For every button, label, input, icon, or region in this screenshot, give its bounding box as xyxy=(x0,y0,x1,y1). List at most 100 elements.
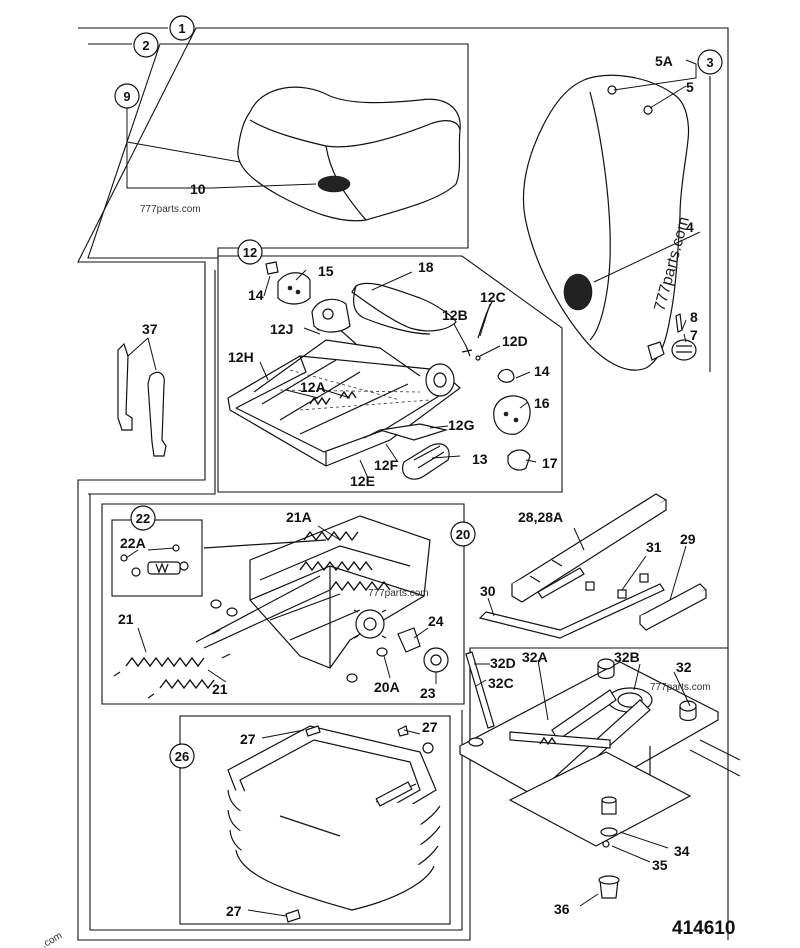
label-12e: 12E xyxy=(350,473,375,489)
callout-20: 20 xyxy=(450,521,476,547)
watermark-3: 777parts.com xyxy=(650,682,711,693)
label-17: 17 xyxy=(542,455,558,471)
label-4: 4 xyxy=(686,219,694,235)
label-12d: 12D xyxy=(502,333,528,349)
label-27-top-right: 27 xyxy=(422,719,438,735)
label-5: 5 xyxy=(686,79,694,95)
callout-26: 26 xyxy=(169,743,195,769)
label-35: 35 xyxy=(652,857,668,873)
rail-leader xyxy=(573,527,585,551)
label-14-right: 14 xyxy=(534,363,550,379)
label-29: 29 xyxy=(680,531,696,547)
label-5a: 5A xyxy=(655,53,673,69)
assembly-1-border xyxy=(77,27,729,941)
svg-text:3: 3 xyxy=(706,55,713,70)
suspension-leaders xyxy=(137,525,437,684)
bush-20a-1 xyxy=(376,647,388,657)
detail-22-box xyxy=(111,519,203,597)
cap-16 xyxy=(493,395,531,435)
rail-29 xyxy=(639,583,707,631)
label-32: 32 xyxy=(676,659,692,675)
svg-text:9: 9 xyxy=(123,89,130,104)
svg-text:20: 20 xyxy=(456,527,470,542)
screw-27-a xyxy=(305,725,321,737)
frame-leaders xyxy=(259,269,537,479)
label-21a: 21A xyxy=(286,509,312,525)
assembly-12-border xyxy=(217,255,563,493)
pin-parts xyxy=(461,301,493,361)
spring-21-lower xyxy=(147,653,231,699)
label-37: 37 xyxy=(142,321,158,337)
label-36: 36 xyxy=(554,901,570,917)
slide-rail xyxy=(510,493,668,603)
label-20a: 20A xyxy=(374,679,400,695)
bush-left xyxy=(210,599,222,609)
watermark-corner: .com xyxy=(40,930,64,948)
svg-text:2: 2 xyxy=(142,38,149,53)
bar-30 xyxy=(478,583,665,639)
callout-12: 12 xyxy=(237,239,263,265)
callout-2: 2 xyxy=(133,32,159,58)
label-23: 23 xyxy=(420,685,436,701)
knob-7 xyxy=(671,339,697,361)
label-7: 7 xyxy=(690,327,698,343)
label-31: 31 xyxy=(646,539,662,555)
bracket-37-leaders xyxy=(127,337,157,371)
label-12c: 12C xyxy=(480,289,506,305)
callout-1: 1 xyxy=(169,15,195,41)
plug-14-top xyxy=(265,261,279,275)
inner-border-lines xyxy=(88,270,463,931)
bolt-34 xyxy=(600,796,618,848)
assembly-2-border xyxy=(87,43,469,259)
label-32b: 32B xyxy=(614,649,640,665)
bush-20a-2 xyxy=(346,673,358,683)
pin-8 xyxy=(675,313,683,333)
label-24: 24 xyxy=(428,613,444,629)
bracket-37 xyxy=(117,342,167,457)
svg-text:1: 1 xyxy=(178,21,185,36)
bracket-plate xyxy=(311,298,351,333)
callout-9: 9 xyxy=(114,83,140,109)
cap-15 xyxy=(277,272,311,305)
label-15: 15 xyxy=(318,263,334,279)
watermark-1: 777parts.com xyxy=(140,204,201,215)
label-16: 16 xyxy=(534,395,550,411)
label-32d: 32D xyxy=(490,655,516,671)
grip-13 xyxy=(402,443,450,480)
gaiter-leaders xyxy=(247,729,421,917)
lever-32c xyxy=(465,651,495,729)
suspension-mechanism xyxy=(249,515,431,669)
nuts-31-leader xyxy=(621,555,647,591)
callout-3: 3 xyxy=(697,49,723,75)
label-27-top-left: 27 xyxy=(240,731,256,747)
assembly-26-box xyxy=(179,715,451,925)
detail-22-leaders xyxy=(125,547,175,559)
label-21-upper: 21 xyxy=(118,611,134,627)
base-plate xyxy=(458,658,720,811)
label-12g: 12G xyxy=(448,417,475,433)
cover-24 xyxy=(397,627,421,653)
label-34: 34 xyxy=(674,843,690,859)
label-12a: 12A xyxy=(300,379,326,395)
callout-22: 22 xyxy=(130,505,156,531)
label-27-bottom: 27 xyxy=(226,903,242,919)
label-32c: 32C xyxy=(488,675,514,691)
label-22a: 22A xyxy=(120,535,146,551)
nuts-31 xyxy=(585,573,649,599)
drawing-reference-number: 414610 xyxy=(672,918,735,939)
shock-22a xyxy=(120,544,189,577)
screw-27-c xyxy=(285,909,301,923)
assembly-20-border xyxy=(101,503,465,705)
label-30: 30 xyxy=(480,583,496,599)
watermark-2: 777parts.com xyxy=(368,588,429,599)
screw-27-b xyxy=(397,725,409,737)
label-13: 13 xyxy=(472,451,488,467)
floor-lines xyxy=(689,739,741,777)
gaiter xyxy=(227,725,441,911)
bolt-36 xyxy=(598,875,620,899)
label-28-28a: 28,28A xyxy=(518,509,563,525)
knob-23 xyxy=(423,647,449,673)
base-leaders xyxy=(474,659,691,907)
svg-text:26: 26 xyxy=(175,749,189,764)
